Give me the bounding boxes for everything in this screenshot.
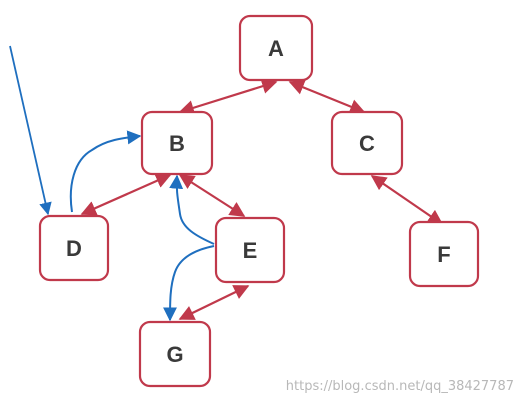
edge-b-e bbox=[178, 174, 246, 217]
node-c-label: C bbox=[359, 131, 375, 156]
node-f: F bbox=[408, 220, 480, 288]
edge-b-d bbox=[80, 173, 172, 216]
node-d-label: D bbox=[66, 236, 82, 261]
edge-a-c bbox=[288, 80, 366, 114]
node-b: B bbox=[140, 110, 214, 176]
node-e: E bbox=[214, 216, 286, 284]
node-b-label: B bbox=[169, 131, 185, 156]
node-e-label: E bbox=[243, 238, 258, 263]
node-d: D bbox=[38, 214, 110, 282]
node-g: G bbox=[138, 320, 212, 388]
arrow-entry-to-d bbox=[9, 45, 52, 216]
arrow-d-to-b bbox=[69, 130, 142, 213]
tree-edges bbox=[80, 78, 444, 320]
node-a: A bbox=[238, 14, 314, 82]
arrow-e-to-b bbox=[169, 174, 215, 245]
edge-c-f bbox=[370, 175, 444, 225]
node-g-label: G bbox=[166, 342, 183, 367]
watermark-text: https://blog.csdn.net/qq_38427787 bbox=[286, 379, 514, 394]
traversal-arrows bbox=[9, 45, 215, 322]
node-f-label: F bbox=[437, 242, 450, 267]
edge-e-g bbox=[178, 285, 250, 320]
node-a-label: A bbox=[268, 36, 284, 61]
arrow-e-to-g bbox=[163, 245, 215, 322]
node-c: C bbox=[330, 110, 404, 176]
edge-a-b bbox=[178, 78, 278, 116]
